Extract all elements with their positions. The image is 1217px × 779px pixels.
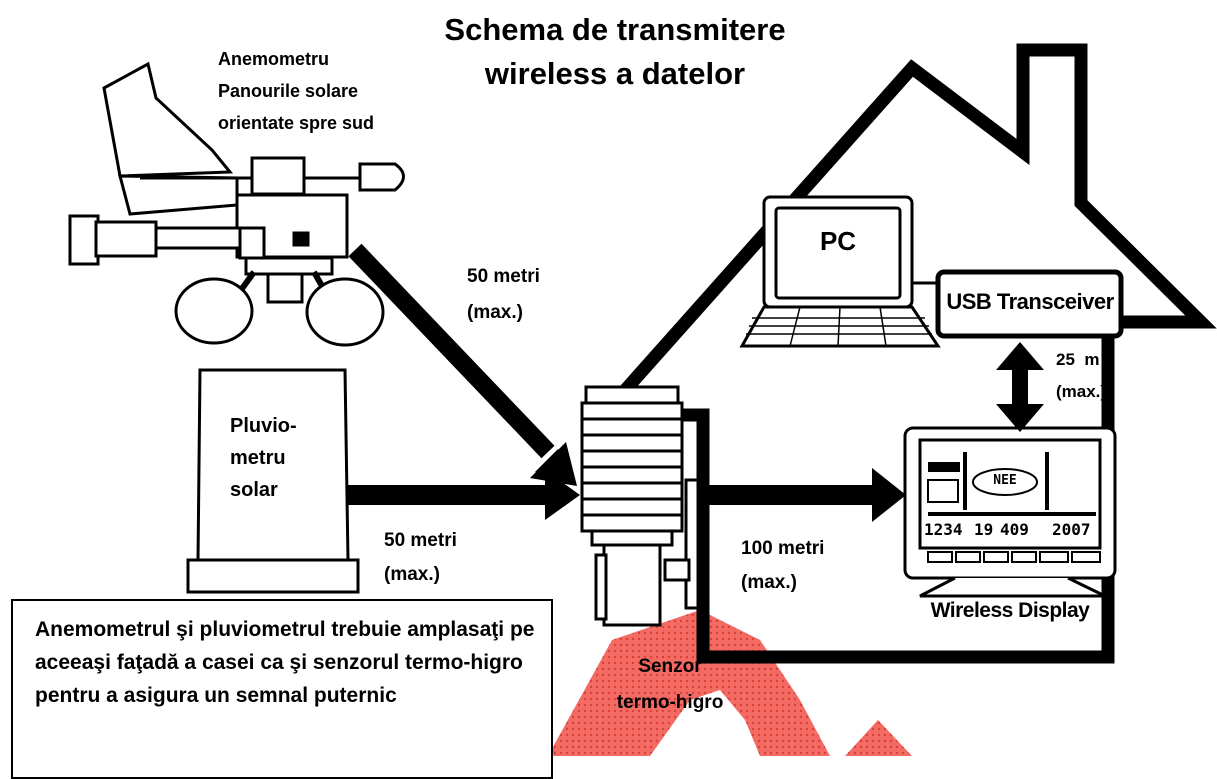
anemometer-drawing [68,61,405,347]
display-wind-direction: NEE [993,473,1017,488]
sensor-label-line-1: Senzor [638,656,702,677]
distance-anemometer-label: 50 metri (max.) [467,262,540,328]
arrow-pc-display-bidirectional [996,342,1044,432]
usb-transceiver-box [935,269,1124,339]
arrow-sensor-to-display [698,468,906,522]
sensor-label: Senzor termo-higro [600,652,740,718]
distance-display-label: 100 metri (max.) [741,534,824,598]
display-readout-4: 2007 [1052,520,1091,539]
rain-gauge-label-line-2: metru [230,447,286,469]
arrow-raingauge-to-sensor [348,470,580,520]
distance-anemometer-line-2: (max.) [467,302,523,323]
arrow-anemometer-to-sensor [348,243,577,486]
distance-raingauge-line-1: 50 metri [384,530,457,551]
distance-raingauge-line-2: (max.) [384,564,440,585]
pc-label: PC [819,226,857,256]
wireless-display-drawing [903,426,1117,598]
anemometer-label-line-2: Panourile solare [218,81,359,101]
anemometer-label: Anemometru Panourile solare orientate sp… [218,46,374,136]
rain-gauge-label: Pluvio- metru solar [230,410,297,506]
distance-pc-line-1: 25 m [1056,350,1100,369]
distance-raingauge-label: 50 metri (max.) [384,526,457,590]
rain-gauge-label-line-3: solar [230,479,278,501]
distance-anemometer-line-1: 50 metri [467,266,540,287]
red-watermark-shape [548,610,912,756]
house-outline [588,43,1217,664]
distance-display-line-1: 100 metri [741,538,825,559]
thermo-hygro-sensor-drawing [580,385,700,627]
title-line-2: wireless a datelor [484,56,746,91]
sensor-label-line-2: termo-higro [616,692,724,713]
rain-gauge-label-line-1: Pluvio- [230,415,297,437]
usb-transceiver-label: USB Transceiver [946,289,1114,314]
rain-gauge-drawing [186,368,360,594]
distance-pc-line-2: (max.) [1056,382,1107,401]
title-line-1: Schema de transmitere [444,12,786,47]
wireless-display-label: Wireless Display [930,599,1090,622]
pc-laptop-drawing [739,195,941,348]
distance-pc-label: 25 m (max.) [1056,346,1106,406]
display-readout-1: 1234 [924,520,963,539]
display-readout-3: 409 [1000,520,1029,539]
placement-note-box: Anemometrul şi pluviometrul trebuie ampl… [11,599,553,779]
diagram-title: Schema de transmitere wireless a datelor [410,8,820,96]
distance-display-line-2: (max.) [741,572,797,593]
placement-note-text: Anemometrul şi pluviometrul trebuie ampl… [35,618,535,707]
diagram-canvas [68,43,1217,756]
anemometer-label-line-1: Anemometru [218,49,330,69]
display-readout-2: 19 [974,520,994,539]
anemometer-label-line-3: orientate spre sud [218,113,375,133]
